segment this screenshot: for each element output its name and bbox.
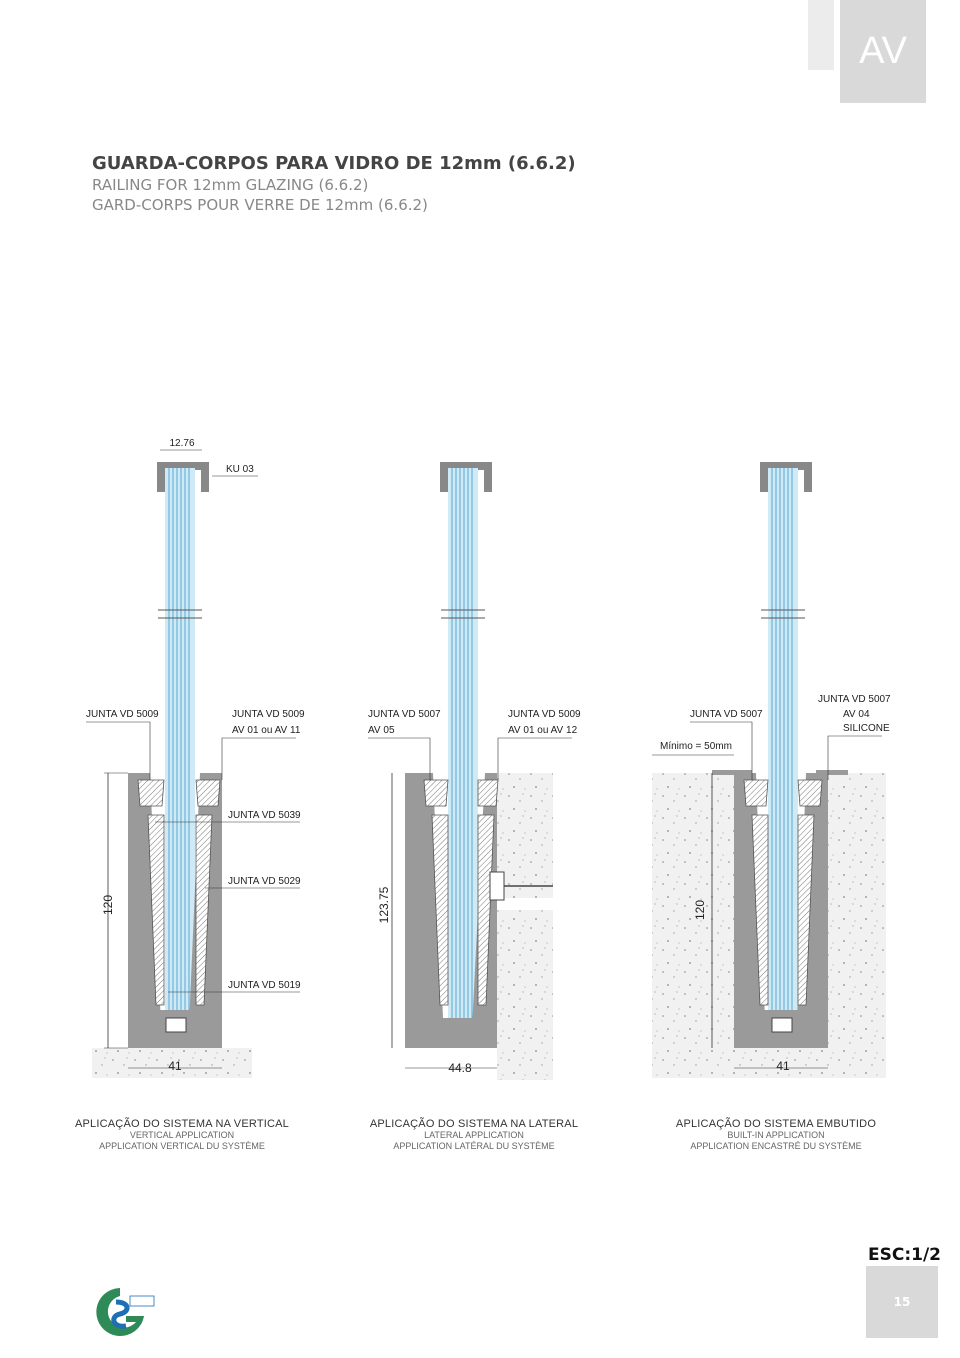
caption-en: BUILT-IN APPLICATION	[727, 1130, 825, 1140]
dim-height-1: 120	[101, 895, 115, 915]
label-d3-left: JUNTA VD 5007	[690, 709, 763, 720]
dim-glass: 12.76	[169, 438, 194, 449]
glass-panel	[448, 468, 478, 1048]
corner-decoration	[808, 0, 834, 70]
label-d1-5019: JUNTA VD 5019	[228, 980, 301, 991]
slab-left	[652, 773, 734, 1078]
label-d3-right-b: AV 04	[843, 709, 870, 720]
slab-right	[828, 773, 886, 1078]
caption-vertical: APLICAÇÃO DO SISTEMA NA VERTICAL VERTICA…	[52, 1118, 312, 1152]
label-d2-left-a: JUNTA VD 5007	[368, 709, 441, 720]
label-d3-right-c: SILICONE	[843, 723, 890, 734]
dim-height-2: 123.75	[377, 886, 391, 923]
dim-width-1: 41	[168, 1059, 182, 1073]
dim-height-3: 120	[693, 900, 707, 920]
drawing-lateral: 123.75 44.8 JUNTA VD 5007 AV 05 JUNTA VD…	[368, 462, 581, 1080]
caption-pt: APLICAÇÃO DO SISTEMA NA LATERAL	[369, 1118, 579, 1130]
label-d2-right-b: AV 01 ou AV 12	[508, 725, 578, 736]
caption-pt: APLICAÇÃO DO SISTEMA NA VERTICAL	[74, 1118, 290, 1130]
caption-fr: APPLICATION LATÉRAL DU SYSTÈME	[393, 1141, 555, 1151]
glass-panel	[768, 468, 798, 1028]
caption-en: LATERAL APPLICATION	[424, 1130, 524, 1140]
glass-panel	[165, 468, 195, 1028]
title-fr: GARD-CORPS POUR VERRE DE 12mm (6.6.2)	[92, 196, 428, 214]
section-tag: AV	[840, 0, 926, 103]
title-pt: GUARDA-CORPOS PARA VIDRO DE 12mm (6.6.2)	[92, 153, 576, 174]
profile-back-wall	[405, 773, 415, 1048]
drawing-builtin: 120 41 JUNTA VD 5007 Mínimo = 50mm JUNTA…	[652, 462, 891, 1078]
label-d1-5029: JUNTA VD 5029	[228, 876, 301, 887]
dim-width-2: 44.8	[448, 1061, 472, 1075]
side-slab-upper	[497, 773, 553, 898]
caption-fr: APPLICATION ENCASTRÉ DU SYSTÈME	[690, 1141, 862, 1151]
caption-builtin: APLICAÇÃO DO SISTEMA EMBUTIDO BUILT-IN A…	[646, 1118, 906, 1152]
scale-label: ESC:1/2	[868, 1245, 941, 1265]
caption-lateral: APLICAÇÃO DO SISTEMA NA LATERAL LATERAL …	[344, 1118, 604, 1152]
drawing-vertical: 120 41 12.76 KU 03 JUNTA VD 5009 JUNTA V…	[86, 438, 305, 1078]
label-d3-right-a: JUNTA VD 5007	[818, 694, 891, 705]
title-en: RAILING FOR 12mm GLAZING (6.6.2)	[92, 176, 369, 194]
caption-pt: APLICAÇÃO DO SISTEMA EMBUTIDO	[675, 1118, 877, 1130]
label-d1-right-b: AV 01 ou AV 11	[232, 725, 301, 736]
caption-en: VERTICAL APPLICATION	[129, 1130, 235, 1140]
label-d2-right-a: JUNTA VD 5009	[508, 709, 581, 720]
floor-slab	[92, 1048, 252, 1078]
page-number: 15	[866, 1266, 938, 1338]
page-title: GUARDA-CORPOS PARA VIDRO DE 12mm (6.6.2)…	[92, 153, 576, 215]
label-d1-left: JUNTA VD 5009	[86, 709, 159, 720]
label-d1-5039: JUNTA VD 5039	[228, 810, 301, 821]
label-d3-min: Mínimo = 50mm	[660, 741, 732, 752]
label-ku: KU 03	[226, 464, 254, 475]
label-d2-left-b: AV 05	[368, 725, 395, 736]
dim-width-3: 41	[776, 1059, 790, 1073]
caption-fr: APPLICATION VERTICAL DU SYSTÈME	[99, 1141, 265, 1151]
profile-left-wall	[128, 773, 162, 1048]
label-d1-right-a: JUNTA VD 5009	[232, 709, 305, 720]
company-logo-icon	[96, 1288, 155, 1336]
side-slab-lower	[497, 910, 553, 1080]
